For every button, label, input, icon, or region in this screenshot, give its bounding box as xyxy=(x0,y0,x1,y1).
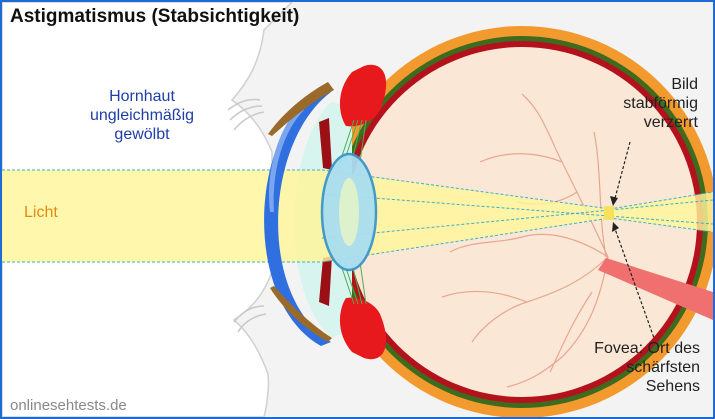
image-label-line-2: stabförmig xyxy=(623,94,698,112)
iris-inner-lower xyxy=(319,256,332,306)
beam-edges xyxy=(2,169,713,263)
iris-upper xyxy=(339,64,387,127)
arrowhead-image xyxy=(610,196,618,206)
iris-lower xyxy=(339,297,387,360)
cornea-highlight xyxy=(269,106,304,212)
image-label-line-3: verzerrt xyxy=(643,113,698,131)
cornea-label-line-2: ungleichmäßig xyxy=(89,106,195,124)
image-label: Bild stabförmig verzerrt xyxy=(592,76,698,133)
cornea xyxy=(264,88,331,346)
focus-image xyxy=(604,206,614,220)
fovea-label-line-1: Fovea: Ort des xyxy=(594,340,700,357)
eyelid-upper xyxy=(268,82,334,136)
lens-highlight xyxy=(339,178,359,246)
cornea-label: Hornhaut ungleichmäßig gewölbt xyxy=(74,88,210,145)
image-label-line-1: Bild xyxy=(671,76,698,93)
website-watermark: onlinesehtests.de xyxy=(10,397,127,414)
light-label: Licht xyxy=(24,204,58,221)
eyelashes-lower xyxy=(233,305,267,333)
fovea-label-line-3: Sehens xyxy=(645,377,700,395)
fovea-label-line-2: schärfsten xyxy=(626,358,700,376)
cornea-label-line-3: gewölbt xyxy=(114,125,170,143)
iris-inner-upper xyxy=(319,118,332,170)
eyelashes-upper xyxy=(227,98,265,131)
pointer-lines xyxy=(613,141,655,339)
arrowhead-fovea xyxy=(612,222,619,232)
optic-nerve xyxy=(598,258,713,320)
fovea-label: Fovea: Ort des schärfsten Sehens xyxy=(568,340,700,397)
cornea-label-line-1: Hornhaut xyxy=(109,88,175,105)
diagram-title: Astigmatismus (Stabsichtigkeit) xyxy=(10,6,300,27)
eyelid-lower xyxy=(270,286,332,342)
